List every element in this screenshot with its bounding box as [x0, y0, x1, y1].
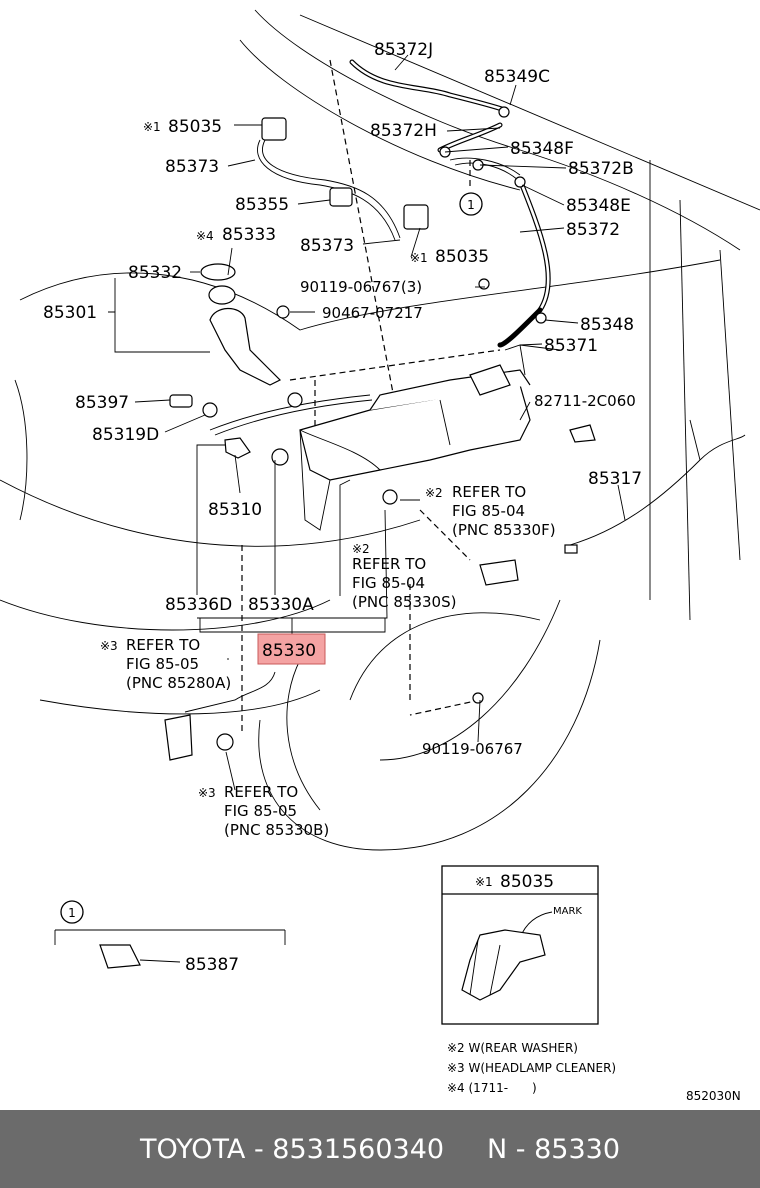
label-85372J: 85372J — [374, 40, 433, 60]
footer-bar: TOYOTA - 8531560340 N - 85330 — [0, 1110, 760, 1188]
mark-4-85333: ※4 — [196, 229, 214, 243]
label-90119-06767-3: 90119-06767(3) — [300, 278, 422, 296]
ref2-line3: (PNC 85330S) — [352, 593, 456, 611]
ref3-line1: REFER TO — [126, 636, 200, 654]
ref4-line3: (PNC 85330B) — [224, 821, 329, 839]
leader-lines — [54, 54, 626, 963]
label-85035-a: 85035 — [168, 117, 222, 137]
footer-gap — [444, 1134, 487, 1165]
circle-marker-1: 1 — [467, 198, 475, 212]
ref1-mark: ※2 — [425, 486, 443, 500]
parts-diagram: 1 1 — [0, 9, 760, 1103]
ref3-line2: FIG 85-05 — [126, 655, 199, 673]
label-85397: 85397 — [75, 393, 129, 413]
ref2-mark: ※2 — [352, 542, 370, 556]
label-85371: 85371 — [544, 336, 598, 356]
ref4-line1: REFER TO — [224, 783, 298, 801]
ref4-line2: FIG 85-05 — [224, 802, 297, 820]
footer-sep-1: - — [245, 1133, 273, 1165]
footer-brand: TOYOTA — [139, 1133, 246, 1165]
washer-tank — [299, 344, 561, 531]
label-85372H: 85372H — [370, 121, 437, 141]
footer-part-number: 8531560340 — [272, 1133, 445, 1165]
highlight-85330 — [257, 633, 326, 665]
legend-note-4: ※4 (1711- ) — [447, 1081, 537, 1095]
label-85373-b: 85373 — [300, 236, 354, 256]
ref4-mark: ※3 — [198, 786, 216, 800]
legend-note-2: ※2 W(REAR WASHER) — [447, 1041, 578, 1055]
legend-note-3: ※3 W(HEADLAMP CLEANER) — [447, 1061, 616, 1075]
part-labels: 85372J 85349C ※1 85035 85372H 85348F 853… — [43, 40, 642, 975]
inset-mark-text: MARK — [553, 906, 582, 917]
ref3-line3: (PNC 85280A) — [126, 674, 231, 692]
inset-label-85035: 85035 — [500, 872, 554, 892]
label-85372B: 85372B — [568, 159, 634, 179]
footer-pnc-prefix: N — [487, 1133, 508, 1165]
ref1-line3: (PNC 85330F) — [452, 521, 556, 539]
label-85348: 85348 — [580, 315, 634, 335]
vehicle-outline — [0, 9, 760, 851]
inset-mark: ※1 — [475, 875, 493, 889]
label-90467-07217: 90467-07217 — [322, 304, 423, 322]
label-85330: 85330 — [262, 641, 316, 661]
label-85387: 85387 — [185, 955, 239, 975]
figure-code: 852030N — [686, 1089, 741, 1103]
label-85373-a: 85373 — [165, 157, 219, 177]
dashed-guides — [241, 59, 501, 735]
small-parts — [99, 106, 746, 969]
mark-1-85035b: ※1 — [410, 251, 428, 265]
label-85317: 85317 — [588, 469, 642, 489]
ref3-mark: ※3 — [100, 639, 118, 653]
label-85333: 85333 — [222, 225, 276, 245]
footer-pnc: 85330 — [534, 1133, 621, 1165]
ref2-line1: REFER TO — [352, 555, 426, 573]
inset-85035: ※1 85035 MARK — [441, 865, 599, 1025]
label-85310: 85310 — [208, 500, 262, 520]
label-85348F: 85348F — [510, 139, 574, 159]
circle-marker-2: 1 — [68, 906, 76, 920]
label-82711-2C060: 82711-2C060 — [534, 392, 636, 410]
ref2-line2: FIG 85-04 — [352, 574, 425, 592]
footer-sep-2: - — [507, 1133, 535, 1165]
label-85330A: 85330A — [248, 595, 314, 615]
label-85349C: 85349C — [484, 67, 550, 87]
label-85332: 85332 — [128, 263, 182, 283]
label-85301: 85301 — [43, 303, 97, 323]
label-85336D: 85336D — [165, 595, 232, 615]
legend: ※2 W(REAR WASHER) ※3 W(HEADLAMP CLEANER)… — [447, 1041, 741, 1103]
label-85035-b: 85035 — [435, 247, 489, 267]
label-90119-06767: 90119-06767 — [422, 740, 523, 758]
refer-notes: ※2 REFER TO FIG 85-04 (PNC 85330F) ※2 RE… — [100, 483, 556, 839]
label-85355: 85355 — [235, 195, 289, 215]
ref1-line2: FIG 85-04 — [452, 502, 525, 520]
label-85319D: 85319D — [92, 425, 159, 445]
label-85348E: 85348E — [566, 196, 631, 216]
mark-1-85035a: ※1 — [143, 120, 161, 134]
label-85372: 85372 — [566, 220, 620, 240]
circle-markers: 1 1 — [60, 192, 483, 924]
ref1-line1: REFER TO — [452, 483, 526, 501]
